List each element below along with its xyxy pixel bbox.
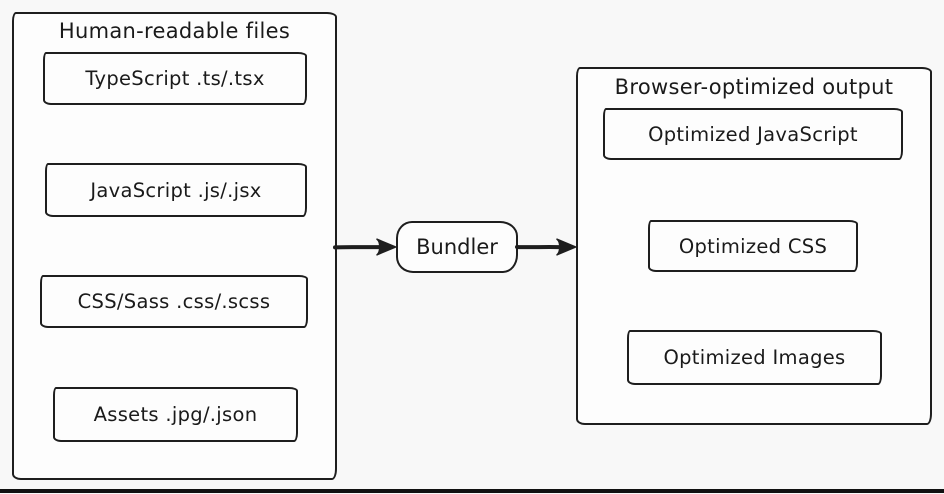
node-assets-label: Assets .jpg/.json <box>93 403 258 426</box>
node-optimized-javascript: Optimized JavaScript <box>603 108 903 160</box>
node-assets: Assets .jpg/.json <box>53 387 298 442</box>
arrow-files-to-bundler-icon <box>333 238 397 256</box>
node-optimized-css-label: Optimized CSS <box>678 234 828 258</box>
node-typescript: TypeScript .ts/.tsx <box>43 52 307 105</box>
node-javascript: JavaScript .js/.jsx <box>45 163 307 217</box>
node-css-sass: CSS/Sass .css/.scss <box>40 275 308 328</box>
node-optimized-css: Optimized CSS <box>648 220 858 272</box>
node-optimized-images-label: Optimized Images <box>663 346 846 369</box>
node-optimized-images: Optimized Images <box>627 330 882 385</box>
panel-browser-optimized-title: Browser-optimized output <box>614 75 894 99</box>
node-typescript-label: TypeScript .ts/.tsx <box>85 67 265 90</box>
node-bundler-label: Bundler <box>416 235 498 259</box>
node-bundler: Bundler <box>396 221 518 273</box>
bottom-divider <box>0 489 944 493</box>
arrow-bundler-to-output-icon <box>515 238 577 256</box>
panel-human-readable-title: Human-readable files <box>58 19 291 43</box>
node-optimized-javascript-label: Optimized JavaScript <box>648 122 858 146</box>
node-javascript-label: JavaScript .js/.jsx <box>90 178 262 202</box>
node-css-sass-label: CSS/Sass .css/.scss <box>77 290 271 313</box>
